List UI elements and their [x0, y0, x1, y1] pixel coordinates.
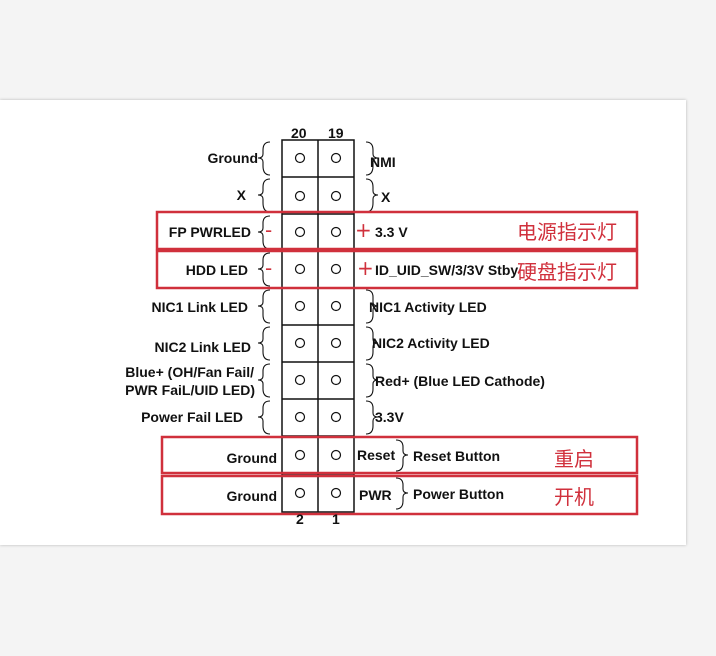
pin-3 [330, 449, 342, 461]
right-label-reset-button: Reset Button [413, 448, 501, 464]
pin-9 [330, 337, 342, 349]
pin-number-20: 20 [291, 125, 307, 141]
highlight-boxes [155, 210, 639, 516]
left-label-power-fail-led: Power Fail LED [141, 409, 243, 425]
left-label-ground: Ground [207, 150, 258, 166]
pin-18 [294, 190, 306, 202]
pin-11 [330, 300, 342, 312]
pin-7 [330, 374, 342, 386]
left-label-x: X [236, 187, 246, 203]
pin-label-reset: Reset [357, 447, 396, 463]
highlight-power-button [160, 474, 639, 516]
pin-number-2: 2 [296, 511, 304, 527]
pin-16 [294, 226, 306, 238]
left-label-hdd-led: HDD LED [185, 262, 248, 278]
highlight-power-led [155, 210, 639, 251]
right-label-red-plus: Red+ (Blue LED Cathode) [375, 373, 545, 389]
pin-15 [330, 226, 342, 238]
pin-holes [294, 152, 342, 499]
minus-sign-hdd-led: - [265, 256, 273, 280]
right-label-nmi: NMI [370, 154, 396, 170]
pin-2 [294, 487, 306, 499]
note-hdd-indicator: 硬盘指示灯 [517, 260, 617, 284]
pin-6 [294, 411, 306, 423]
right-label-nic2-activity-led: NIC2 Activity LED [372, 335, 490, 351]
right-label-nic1-activity-led: NIC1 Activity LED [369, 299, 487, 315]
left-label-nic1-link-led: NIC1 Link LED [151, 299, 248, 315]
diagram-sheet [0, 100, 686, 545]
left-label-nic2-link-led: NIC2 Link LED [154, 339, 251, 355]
highlight-hdd-led [155, 249, 639, 290]
pin-4 [294, 449, 306, 461]
pin-12 [294, 300, 306, 312]
left-label-blue-line2: PWR FaiL/UID LED) [125, 382, 255, 398]
pin-17 [330, 190, 342, 202]
right-label-3-3v: 3.3 V [375, 224, 408, 240]
plus-sign-power-led: + [355, 218, 372, 242]
left-braces [257, 141, 271, 435]
pin-number-1: 1 [332, 511, 340, 527]
pin-19 [330, 152, 342, 164]
right-label-3-3v-bottom: 3.3V [375, 409, 404, 425]
plus-sign-hdd-led: + [357, 256, 374, 280]
right-label-power-button: Power Button [413, 486, 504, 502]
left-label-fp-pwrled: FP PWRLED [168, 224, 251, 240]
pin-number-19: 19 [328, 125, 344, 141]
pin-1 [330, 487, 342, 499]
left-label-blue-line1: Blue+ (OH/Fan Fail/ [125, 364, 254, 380]
pin-14 [294, 263, 306, 275]
note-power-indicator: 电源指示灯 [517, 220, 617, 244]
pin-5 [330, 411, 342, 423]
right-label-id-uid-sw: ID_UID_SW/3/3V Stby [375, 262, 519, 278]
pin-20 [294, 152, 306, 164]
right-label-x: X [381, 189, 391, 205]
pin-label-pwr: PWR [359, 487, 392, 503]
minus-sign-power-led: - [265, 218, 273, 242]
note-restart: 重启 [554, 447, 594, 471]
pin-13 [330, 263, 342, 275]
pin-10 [294, 337, 306, 349]
left-label-ground-reset: Ground [226, 450, 277, 466]
pin-8 [294, 374, 306, 386]
highlight-reset [160, 435, 639, 475]
pin-header [281, 139, 355, 513]
right-braces [365, 141, 409, 510]
note-power-on: 开机 [554, 485, 594, 509]
left-label-ground-pwr: Ground [226, 488, 277, 504]
